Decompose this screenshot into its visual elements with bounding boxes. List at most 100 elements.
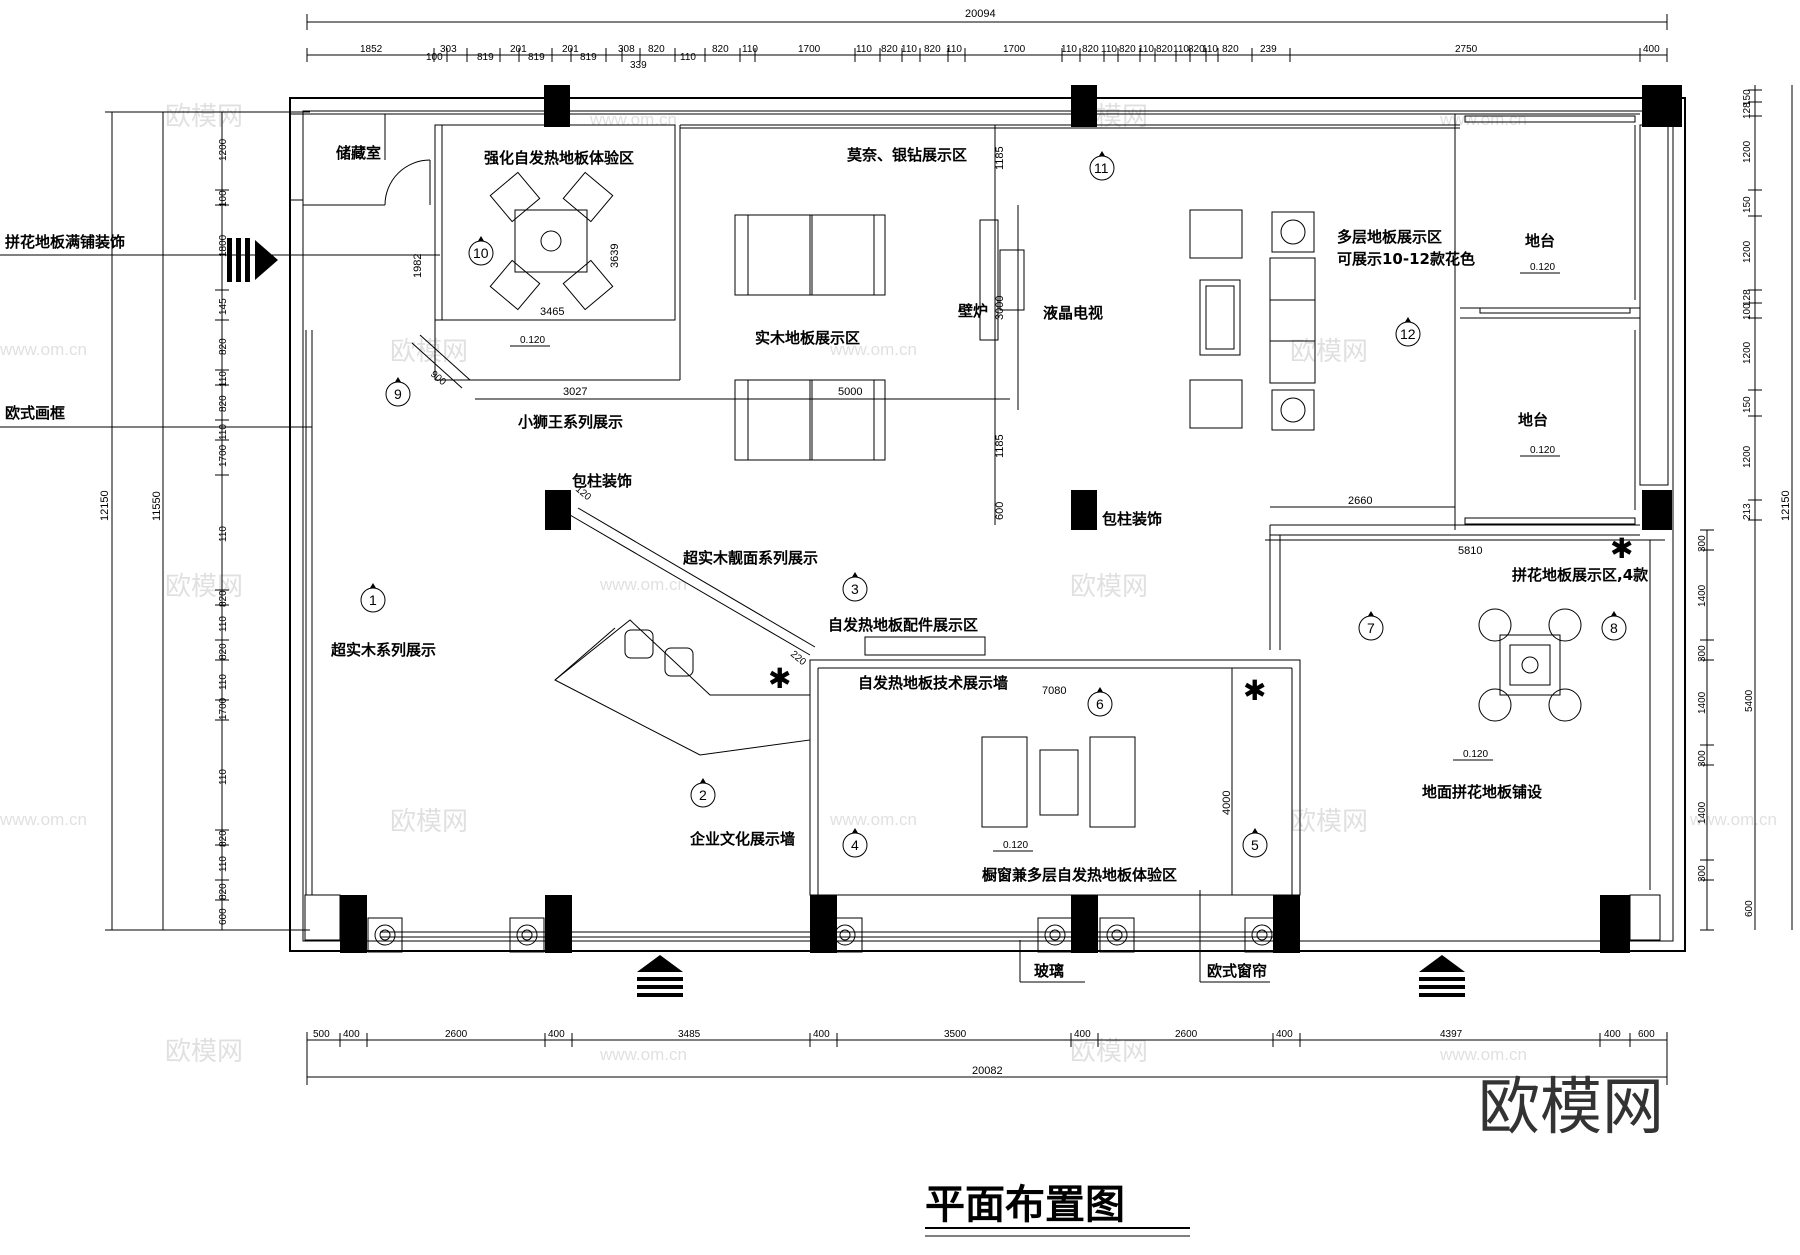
- svg-text:1185: 1185: [994, 146, 1006, 170]
- level-markers: 0.120 0.120 0.120 0.120 0.120: [510, 262, 1560, 852]
- index-marker-11: 11: [1089, 151, 1115, 181]
- top-dimensions: 20094 1852100303819201819201819308339820…: [306, 8, 1668, 71]
- svg-text:110: 110: [218, 674, 229, 690]
- room-super-series: 超实木系列展示: [330, 641, 436, 659]
- svg-text:820: 820: [1188, 44, 1205, 55]
- svg-text:✱: ✱: [768, 663, 791, 694]
- svg-text:5810: 5810: [1458, 545, 1482, 557]
- svg-text:1200: 1200: [1742, 445, 1753, 468]
- svg-text:819: 819: [580, 52, 597, 63]
- svg-text:4000: 4000: [1221, 791, 1233, 815]
- svg-text:820: 820: [218, 883, 229, 900]
- svg-text:3000: 3000: [994, 296, 1006, 320]
- svg-text:欧模网: 欧模网: [1070, 1037, 1148, 1067]
- svg-text:1: 1: [369, 592, 377, 608]
- svg-text:www.om.cn: www.om.cn: [1439, 110, 1527, 129]
- brand-logo: 欧模网: [1478, 1070, 1664, 1143]
- svg-text:3485: 3485: [678, 1029, 701, 1040]
- svg-text:300: 300: [1697, 535, 1708, 552]
- svg-text:www.om.cn: www.om.cn: [829, 340, 917, 359]
- label-accessory: 自发热地板配件展示区: [828, 616, 978, 634]
- svg-text:www.om.cn: www.om.cn: [599, 575, 687, 594]
- index-marker-12: 12: [1395, 317, 1421, 347]
- svg-text:600: 600: [218, 908, 229, 925]
- svg-text:820: 820: [1082, 44, 1099, 55]
- svg-text:1200: 1200: [1742, 240, 1753, 263]
- label-euro-frame: 欧式画框: [5, 404, 65, 422]
- label-glass: 玻璃: [1034, 962, 1064, 980]
- svg-text:3465: 3465: [540, 306, 564, 318]
- svg-text:400: 400: [1276, 1029, 1293, 1040]
- svg-text:11: 11: [1094, 160, 1109, 176]
- svg-text:239: 239: [1260, 44, 1277, 55]
- label-tv: 液晶电视: [1043, 304, 1103, 322]
- svg-text:600: 600: [1744, 900, 1755, 917]
- svg-text:1400: 1400: [1697, 801, 1708, 824]
- svg-text:2: 2: [699, 787, 707, 803]
- svg-text:11550: 11550: [151, 491, 163, 521]
- drawing-title: 平面布置图: [925, 1182, 1190, 1237]
- svg-text:1852: 1852: [360, 44, 383, 55]
- svg-text:100: 100: [1742, 303, 1753, 320]
- room-solidwood: 实木地板展示区: [755, 329, 860, 347]
- svg-text:820: 820: [218, 338, 229, 355]
- svg-text:9: 9: [394, 386, 402, 402]
- svg-text:400: 400: [813, 1029, 830, 1040]
- columns: [304, 85, 1682, 953]
- svg-text:20094: 20094: [965, 8, 996, 20]
- svg-text:300: 300: [1697, 645, 1708, 662]
- svg-text:820: 820: [712, 44, 729, 55]
- svg-text:400: 400: [1643, 44, 1660, 55]
- svg-text:110: 110: [218, 856, 229, 872]
- svg-text:2750: 2750: [1455, 44, 1478, 55]
- svg-text:400: 400: [1074, 1029, 1091, 1040]
- inner-dimensions: 3465 3639 1982 3027 5000 3000 1185 1185 …: [412, 125, 1482, 895]
- index-marker-8: 8: [1601, 611, 1627, 641]
- room-platform-1: 地台: [1525, 232, 1555, 250]
- room-storage: 储藏室: [336, 144, 381, 162]
- svg-text:欧模网: 欧模网: [390, 337, 468, 367]
- svg-text:www.om.cn: www.om.cn: [0, 340, 87, 359]
- svg-text:1700: 1700: [798, 44, 821, 55]
- svg-text:4397: 4397: [1440, 1029, 1463, 1040]
- svg-text:2600: 2600: [445, 1029, 468, 1040]
- svg-text:110: 110: [218, 769, 229, 785]
- index-marker-7: 7: [1358, 611, 1384, 641]
- label-tech-wall: 自发热地板技术展示墙: [858, 674, 1008, 692]
- svg-text:www.om.cn: www.om.cn: [0, 810, 87, 829]
- svg-text:300: 300: [1697, 750, 1708, 767]
- svg-text:110: 110: [946, 44, 962, 55]
- room-multilayer: 多层地板展示区: [1337, 228, 1442, 246]
- svg-text:900: 900: [428, 369, 448, 388]
- svg-text:1185: 1185: [994, 434, 1006, 458]
- outer-walls: [289, 97, 1686, 952]
- index-marker-1: 1: [360, 583, 386, 613]
- svg-text:1400: 1400: [1697, 584, 1708, 607]
- label-curtain: 欧式窗帘: [1207, 962, 1267, 980]
- svg-text:10: 10: [473, 245, 489, 261]
- svg-text:339: 339: [630, 60, 647, 71]
- planter-boxes: [367, 917, 1280, 953]
- svg-text:110: 110: [1101, 44, 1117, 55]
- svg-text:110: 110: [901, 44, 917, 55]
- svg-text:0.120: 0.120: [1003, 840, 1028, 851]
- svg-text:110: 110: [218, 616, 229, 632]
- partitions: [290, 114, 1665, 896]
- svg-text:110: 110: [742, 44, 758, 55]
- room-labels: 储藏室 强化自发热地板体验区 莫奈、银钻展示区 实木地板展示区 壁炉 液晶电视 …: [330, 144, 1649, 983]
- svg-text:www.om.cn: www.om.cn: [599, 1045, 687, 1064]
- room-window-exp: 橱窗兼多层自发热地板体验区: [982, 866, 1177, 884]
- svg-text:7080: 7080: [1042, 685, 1066, 697]
- label-pillar-1: 包柱装饰: [572, 472, 632, 490]
- svg-text:128: 128: [1742, 289, 1753, 306]
- label-pillar-2: 包柱装饰: [1102, 510, 1162, 528]
- label-parquet-full: 拼花地板满铺装饰: [5, 233, 125, 251]
- svg-text:400: 400: [548, 1029, 565, 1040]
- svg-text:www.om.cn: www.om.cn: [589, 110, 677, 129]
- room-laminate-exp: 强化自发热地板体验区: [484, 149, 634, 167]
- svg-text:4: 4: [851, 837, 859, 853]
- index-marker-10: 10: [468, 236, 494, 266]
- svg-text:欧模网: 欧模网: [165, 572, 243, 602]
